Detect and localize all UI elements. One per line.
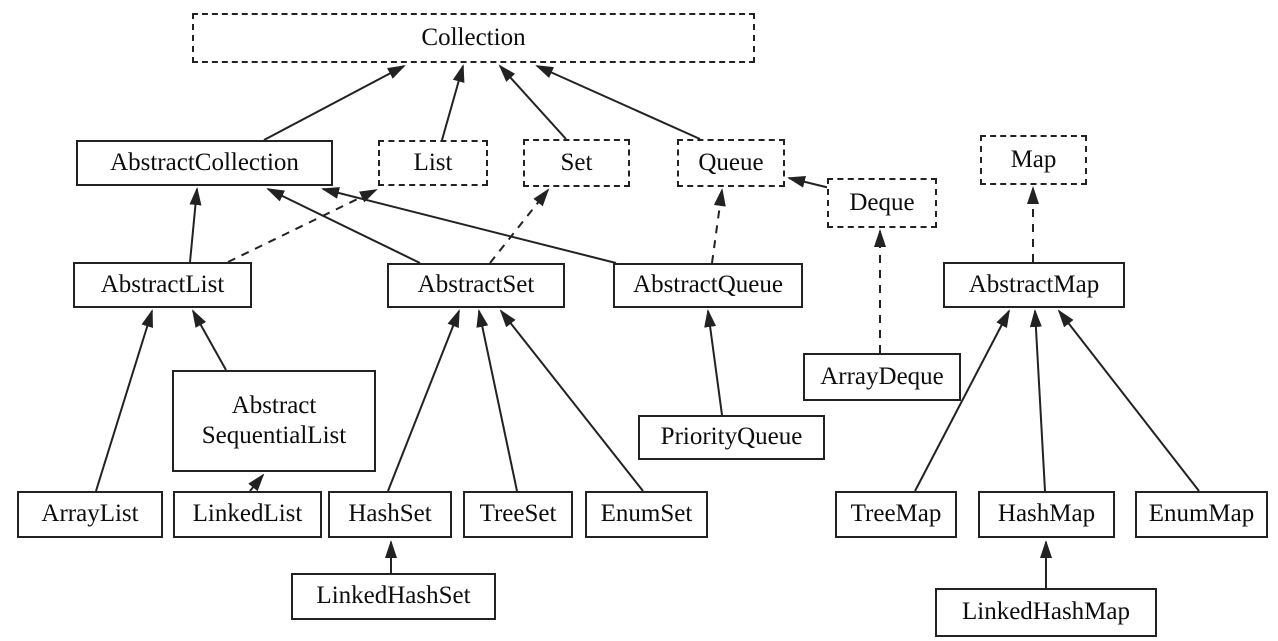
edge-enum-map-to-abstract-map [1057,309,1200,492]
node-abstract-map: AbstractMap [943,262,1125,308]
edge-abstract-set-to-set [489,188,550,264]
edge-abstract-queue-to-queue [711,188,726,264]
edge-set-to-collection [498,64,567,140]
node-abstract-list: AbstractList [73,262,252,308]
node-list: List [378,140,488,186]
edge-hash-set-to-abstract-set [387,309,460,492]
edge-list-to-collection [441,64,465,141]
node-collection: Collection [192,13,755,63]
node-linked-list: LinkedList [173,491,322,538]
edge-priority-queue-to-abstract-queue [704,309,723,416]
edge-abstract-sequential-list-to-abstract-list [192,309,227,371]
edge-abstract-queue-to-abstract-collection [321,187,617,264]
node-enum-set: EnumSet [585,491,708,538]
node-map: Map [980,135,1087,185]
edge-tree-map-to-abstract-map [914,309,1010,492]
edge-abstract-set-to-abstract-collection [266,188,421,264]
node-linked-hash-set: LinkedHashSet [291,573,496,620]
node-tree-map: TreeMap [835,491,957,538]
edge-hash-map-to-abstract-map [1029,309,1046,492]
edge-abstract-list-to-abstract-collection [189,187,202,263]
node-deque: Deque [827,178,937,228]
edge-abstract-collection-to-collection [263,65,406,141]
node-array-list: ArrayList [17,491,163,538]
edge-array-list-to-abstract-list [95,309,153,492]
node-set: Set [523,139,630,187]
node-enum-map: EnumMap [1135,491,1268,538]
node-abstract-collection: AbstractCollection [76,140,333,186]
node-queue: Queue [677,139,785,187]
node-abstract-set: AbstractSet [387,263,565,308]
node-abstract-queue: AbstractQueue [613,263,803,308]
edge-abstract-list-to-list [227,189,378,263]
node-tree-set: TreeSet [463,491,573,538]
edge-enum-set-to-abstract-set [499,309,644,492]
node-hash-set: HashSet [328,491,452,538]
edge-queue-to-collection [535,65,701,140]
node-priority-queue: PriorityQueue [638,415,825,460]
node-array-deque: ArrayDeque [803,353,961,401]
node-hash-map: HashMap [978,491,1115,538]
edge-tree-set-to-abstract-set [476,309,518,492]
edge-linked-list-to-abstract-sequential-list [248,473,265,492]
node-abstract-sequential-list: Abstract SequentialList [172,370,376,472]
node-linked-hash-map: LinkedHashMap [935,588,1157,637]
